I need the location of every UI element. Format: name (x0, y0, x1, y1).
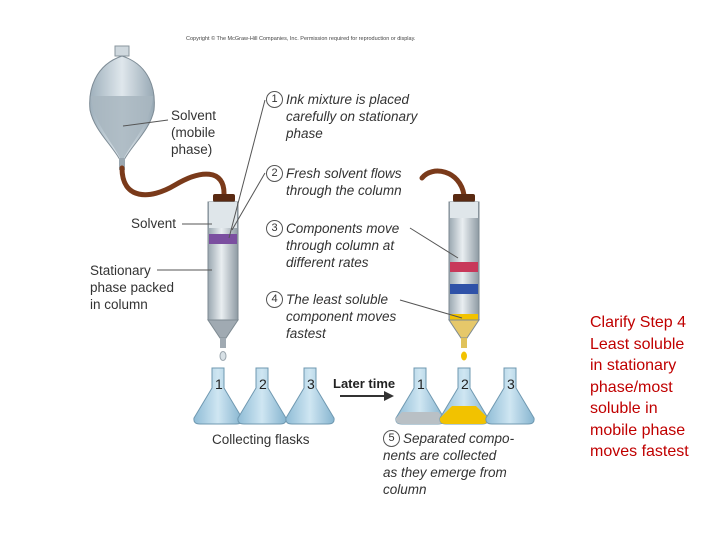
solvent-mobile-line: (mobile (171, 125, 216, 140)
purple-band (209, 234, 237, 244)
flask-number: 1 (215, 376, 223, 392)
leader-lines (122, 99, 463, 319)
solvent-mobile-label: Solvent (mobile phase) (171, 107, 216, 158)
step-4: 4 The least soluble component moves fast… (266, 291, 396, 342)
collecting-flasks-label: Collecting flasks (212, 432, 310, 447)
step-line: component moves (286, 309, 397, 324)
stationary-line: Stationary (90, 263, 151, 278)
red-band (450, 262, 478, 272)
step-line: through column at (286, 238, 395, 253)
flask-number: 3 (307, 376, 315, 392)
flask-number: 2 (259, 376, 267, 392)
step-line: phase (286, 126, 323, 141)
left-flasks (193, 367, 335, 425)
step-line: The least soluble (286, 292, 389, 307)
left-solvent-tube (119, 165, 227, 198)
stationary-phase-label: Stationary phase packed in column (90, 262, 174, 313)
left-column (207, 194, 239, 361)
step-line: Ink mixture is placed (286, 92, 410, 107)
step-line: through the column (286, 183, 402, 198)
solvent-mobile-line: phase) (171, 142, 213, 157)
clarify-line: Clarify Step 4 (590, 314, 687, 331)
step-line: Fresh solvent flows (286, 166, 402, 181)
right-flasks (395, 367, 535, 425)
right-drip (461, 351, 467, 361)
stationary-line: phase packed (90, 280, 175, 295)
clarify-line: phase/most (590, 378, 673, 396)
clarify-line: mobile phase (590, 421, 686, 439)
right-solvent-tube (419, 168, 467, 198)
later-time-arrow (340, 391, 394, 401)
step-line: column (383, 482, 427, 497)
step-number: 5 (383, 430, 400, 447)
step-line: carefully on stationary (286, 109, 418, 124)
blue-band (450, 284, 478, 294)
step-line: fastest (286, 326, 326, 341)
step-5: 5 Separated compo- nents are collected a… (383, 430, 514, 498)
clarify-line: Least soluble (590, 335, 685, 353)
clarify-line: soluble in (590, 400, 658, 417)
step-number: 1 (266, 91, 283, 108)
copyright-notice: Copyright © The McGraw-Hill Companies, I… (186, 36, 416, 42)
step-number: 4 (266, 291, 283, 308)
step-3: 3 Components move through column at diff… (266, 220, 399, 271)
clarify-line: in stationary (590, 357, 677, 374)
right-column (448, 194, 480, 361)
solvent-label: Solvent (131, 216, 177, 231)
flask-number: 2 (461, 376, 469, 392)
solvent-mobile-line: Solvent (171, 108, 217, 123)
flask-number: 3 (507, 376, 515, 392)
step-1: 1 Ink mixture is placed carefully on sta… (266, 91, 417, 142)
yellow-band (450, 314, 478, 320)
stationary-line: in column (90, 297, 148, 312)
step-line: as they emerge from (383, 465, 507, 480)
later-time-label: Later time (333, 376, 396, 391)
solvent-funnel (89, 45, 155, 170)
clarify-note: Clarify Step 4 Least soluble in stationa… (590, 312, 715, 463)
clarify-line: moves fastest (590, 443, 689, 460)
step-line: nents are collected (383, 448, 497, 463)
step-line: different rates (286, 255, 369, 270)
left-drip (219, 351, 227, 361)
step-2: 2 Fresh solvent flows through the column (266, 165, 402, 199)
step-line: Components move (286, 221, 400, 236)
step-number: 3 (266, 220, 283, 237)
step-number: 2 (266, 165, 283, 182)
step-line: Separated compo- (403, 431, 515, 446)
flask-number: 1 (417, 376, 425, 392)
